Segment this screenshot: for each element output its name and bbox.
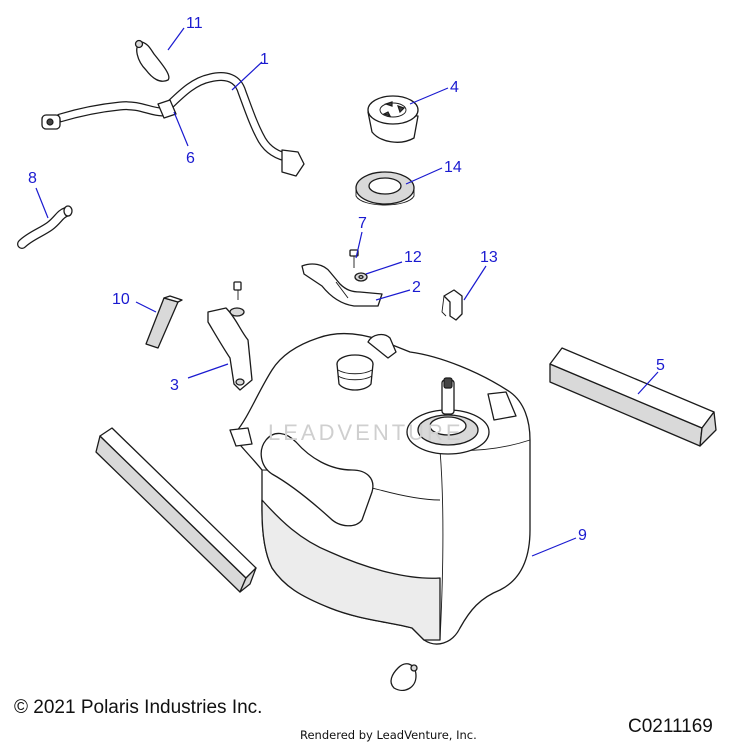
part-10-foam-pad[interactable]: [145, 295, 183, 349]
callout-7[interactable]: 7: [358, 215, 367, 232]
callout-2[interactable]: 2: [412, 279, 421, 296]
part-7-bolt[interactable]: [349, 249, 359, 268]
callout-13[interactable]: 13: [480, 249, 498, 266]
callout-14[interactable]: 14: [444, 159, 462, 176]
callout-11[interactable]: 11: [186, 15, 203, 32]
callout-9[interactable]: 9: [578, 527, 587, 544]
part-1-vent-hose[interactable]: [41, 72, 305, 177]
part-8-hose[interactable]: [17, 205, 73, 249]
rendered-by-text: Rendered by LeadVenture, Inc.: [300, 728, 477, 742]
part-2-bracket[interactable]: [301, 263, 383, 307]
copyright-text: © 2021 Polaris Industries Inc.: [14, 697, 263, 718]
callout-1[interactable]: 1: [260, 51, 269, 68]
callout-10[interactable]: 10: [112, 291, 130, 308]
watermark-text: LEADVENTURE: [268, 420, 464, 445]
part-9-fuel-tank[interactable]: [229, 332, 531, 645]
part-14-seal-ring[interactable]: [355, 171, 415, 206]
callout-labels: 11 1 4 6 14 8 7 13 12 2 10 5 3 9: [28, 15, 665, 544]
bottom-clamp[interactable]: [390, 663, 418, 691]
part-12-washer[interactable]: [354, 272, 368, 282]
leader-lines: [35, 27, 659, 557]
diagram-code: C0211169: [628, 716, 713, 737]
part-11-clamp[interactable]: [134, 39, 170, 82]
callout-12[interactable]: 12: [404, 249, 422, 266]
callout-8[interactable]: 8: [28, 170, 37, 187]
callout-4[interactable]: 4: [450, 79, 459, 96]
callout-5[interactable]: 5: [656, 357, 665, 374]
foam-block-left[interactable]: [95, 427, 257, 593]
part-13-clip[interactable]: [441, 289, 463, 321]
callout-6[interactable]: 6: [186, 150, 195, 167]
part-4-fuel-cap[interactable]: [367, 95, 419, 143]
callout-3[interactable]: 3: [170, 377, 179, 394]
part-3-bracket[interactable]: [207, 281, 253, 391]
part-5-foam-block[interactable]: [549, 347, 717, 447]
